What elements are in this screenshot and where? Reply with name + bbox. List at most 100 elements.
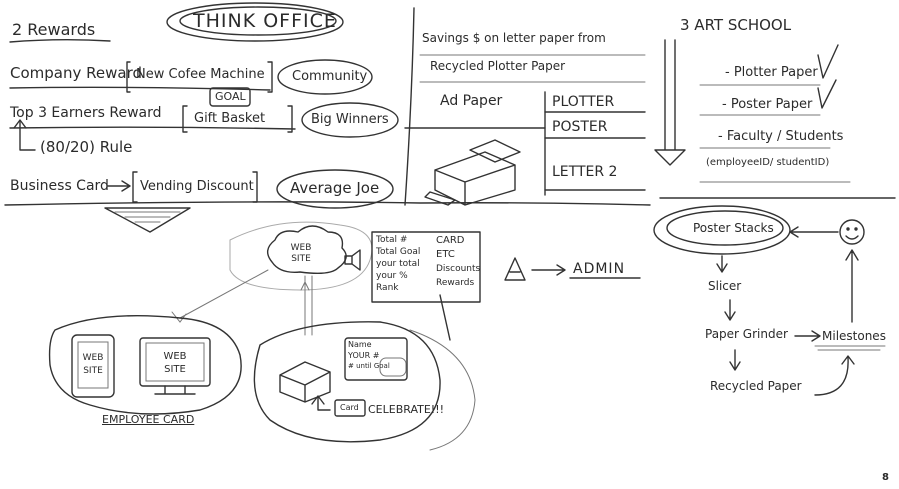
savings-lines <box>420 55 645 82</box>
rule-label: (80/20) Rule <box>40 138 133 156</box>
smiley-icon <box>840 220 864 244</box>
plotter-label: PLOTTER <box>552 94 615 110</box>
stats-total-goal: Total Goal <box>376 247 421 257</box>
big-winners-label: Big Winners <box>311 112 389 127</box>
recycled-label: Recycled Paper <box>710 379 802 393</box>
savings-note-line1: Savings $ on letter paper from <box>422 31 606 45</box>
big-winners-oval <box>302 103 398 137</box>
etc-label: ETC <box>436 249 455 260</box>
kiosk-blob <box>254 322 440 442</box>
kiosk-name: Name <box>348 340 372 349</box>
rewards-heading: 2 Rewards <box>12 20 96 39</box>
average-joe-label: Average Joe <box>290 179 380 197</box>
triangle-hatching <box>115 212 180 222</box>
megaphone-icon <box>345 250 360 270</box>
top3-label: Top 3 Earners Reward <box>10 105 162 121</box>
stats-rank: Rank <box>376 283 399 293</box>
stats-card <box>372 232 480 302</box>
page-number: 8 <box>882 472 889 483</box>
admin-wizard-icon <box>505 258 525 280</box>
plotter-box <box>435 152 515 205</box>
monitor-website-label: WEB SITE <box>163 351 187 375</box>
rule-arrowhead <box>14 120 26 128</box>
company-reward-label: Company Reward <box>10 64 142 82</box>
milestones-label: Milestones <box>822 329 886 343</box>
stats-your-percent: your % <box>376 271 408 281</box>
ad-paper-label: Ad Paper <box>440 93 503 109</box>
rewards-label: Rewards <box>436 278 475 288</box>
rewards-underline <box>10 40 110 42</box>
grinder-label: Paper Grinder <box>705 327 788 341</box>
bracket-right-company <box>268 62 272 92</box>
poster-label: POSTER <box>552 119 608 135</box>
artschool-lines <box>700 85 850 182</box>
stats-card-right: CARD ETC Discounts Rewards <box>436 234 480 290</box>
card-pointer <box>440 295 450 340</box>
stacks-to-slicer-arrow <box>717 256 727 272</box>
celebrate-label: CELEBRATE!!! <box>368 403 445 416</box>
business-arrow <box>108 181 130 191</box>
phone-website-label: WEB SITE <box>82 353 104 376</box>
average-joe-oval <box>277 170 393 208</box>
phone-device <box>72 335 114 397</box>
rule-arrow <box>20 122 35 150</box>
card-reader <box>335 400 365 416</box>
kiosk-your-number: YOUR # <box>348 351 380 360</box>
kiosk-printer <box>280 362 330 402</box>
discounts-label: Discounts <box>436 264 481 274</box>
website-blob <box>230 222 372 290</box>
company-underline <box>10 87 270 90</box>
community-oval <box>278 60 372 94</box>
check-poster <box>818 80 836 108</box>
goal-label: GOAL <box>215 90 246 103</box>
grinder-to-recycled-arrow <box>730 350 740 370</box>
website-cloud <box>268 226 347 273</box>
poster-stacks-oval <box>654 206 790 254</box>
page-title: THINK OFFICE <box>193 10 337 32</box>
bracket-left-top3 <box>183 106 187 132</box>
kiosk-until-goal: # until Goal <box>348 362 390 370</box>
company-reward-item: New Cofee Machine <box>136 67 265 82</box>
kiosk-screen-text: Name YOUR # # until Goal <box>348 339 408 372</box>
poster-stacks-oval-inner <box>667 211 783 245</box>
cloud-to-employee-line <box>172 270 268 322</box>
smiley-to-stacks-arrow <box>790 227 838 237</box>
card-reader-arrow <box>312 396 330 410</box>
top3-item: Gift Basket <box>194 111 266 126</box>
check-plotter <box>818 45 838 78</box>
stats-card-lines: Total # Total Goal your total your % Ran… <box>376 234 436 294</box>
kiosk-screen <box>345 338 407 380</box>
stats-total: Total # <box>376 235 408 245</box>
cloud-to-kiosk-lines <box>301 276 312 335</box>
milestones-to-smiley-arrow <box>846 250 858 322</box>
card-label: CARD <box>436 235 465 246</box>
vertical-separator <box>405 8 414 205</box>
to-admin-arrow <box>532 265 565 275</box>
bracket-right-top3 <box>288 106 292 132</box>
artschool-heading: 3 ART SCHOOL <box>680 16 792 34</box>
vending-label: Vending Discount <box>140 179 254 194</box>
artschool-down-arrow <box>655 40 685 165</box>
business-card-label: Business Card <box>10 178 109 194</box>
plotter-paper <box>470 140 520 162</box>
grinder-to-milestones-arrow <box>795 331 820 341</box>
bracket-left-vending <box>133 172 137 202</box>
goal-box <box>210 88 250 106</box>
artschool-item-plotter: - Plotter Paper <box>725 65 818 80</box>
poster-stacks-label: Poster Stacks <box>693 221 774 235</box>
stats-your-total: your total <box>376 259 420 269</box>
monitor-device <box>140 338 210 386</box>
cloud-website-label: WEB SITE <box>290 243 312 264</box>
letter-label: LETTER 2 <box>552 164 618 180</box>
kiosk-card-label: Card <box>340 403 359 412</box>
employee-card-blob <box>50 316 242 414</box>
section-divider <box>5 202 650 205</box>
recycled-to-milestones-arrow <box>815 356 854 395</box>
admin-label: ADMIN <box>573 261 626 277</box>
slicer-to-grinder-arrow <box>725 300 735 320</box>
top3-underline <box>10 127 295 129</box>
kiosk-outer-curve <box>410 330 475 450</box>
artschool-id-note: (employeeID/ studentID) <box>706 157 830 168</box>
monitor-stand <box>155 386 195 394</box>
